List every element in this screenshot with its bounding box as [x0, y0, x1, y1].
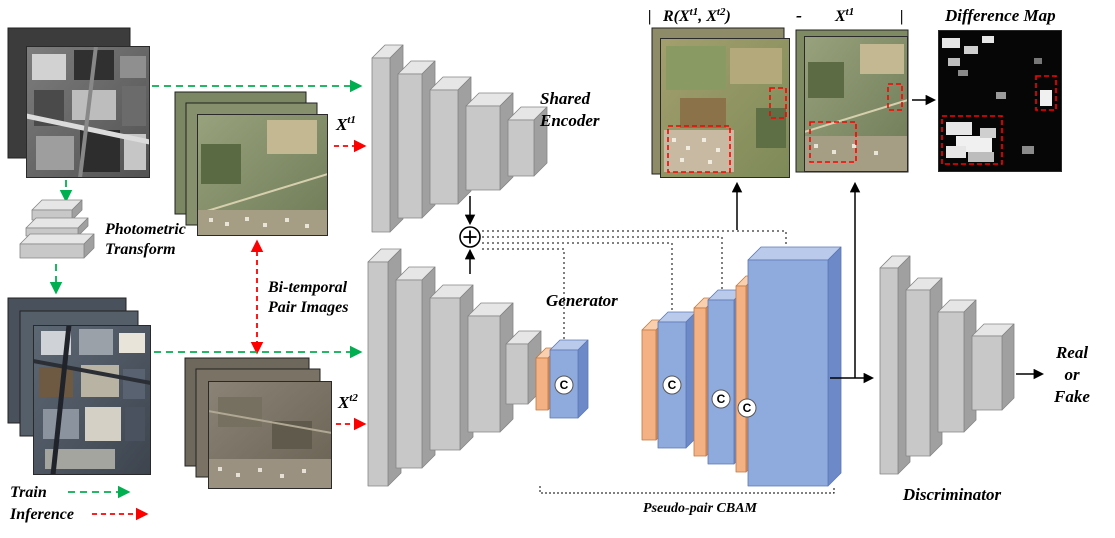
fusion-plus-node — [459, 226, 481, 248]
svg-text:or: or — [1064, 365, 1080, 384]
cbam-c-badge-3: C — [711, 389, 731, 409]
difference-map-label: Difference Map — [944, 6, 1056, 25]
pseudo-pair-cbam-label: Pseudo-pair CBAM — [643, 501, 758, 516]
generator-label: Generator — [546, 291, 618, 310]
xt2-image-stack — [184, 357, 332, 489]
photometric-label-line1: Photometric — [104, 221, 186, 238]
xt1-label: Xt1 — [335, 114, 356, 134]
svg-text:Fake: Fake — [1053, 387, 1090, 406]
xt1-ref-photo — [804, 36, 908, 172]
svg-text:C: C — [560, 378, 569, 392]
discriminator-blocks — [879, 255, 1015, 475]
photometric-label-line2: Transform — [105, 241, 176, 258]
shared-encoder-label-line1: Shared — [540, 89, 591, 108]
svg-text:|: | — [900, 8, 904, 25]
r-photo — [660, 38, 790, 178]
difference-map-image — [938, 30, 1062, 172]
raw-image-stack-t1 — [7, 27, 150, 178]
svg-text:Real: Real — [1055, 343, 1088, 362]
real-or-fake-label: Real or Fake — [1053, 343, 1090, 406]
svg-text:C: C — [668, 378, 677, 392]
svg-text:C: C — [717, 392, 726, 406]
shared-encoder-label-line2: Encoder — [539, 111, 600, 130]
equation-label: | R(Xt1, Xt2) - Xt1 | — [648, 5, 904, 25]
shared-encoder-blocks — [371, 44, 548, 233]
xt1-photo — [197, 114, 328, 236]
raw-image-stack-t2 — [7, 297, 151, 475]
photometric-transform-module — [19, 199, 95, 259]
svg-text:|: | — [648, 8, 652, 25]
raw-city-photo-color — [33, 325, 151, 475]
bitemporal-label-line1: Bi-temporal — [267, 279, 348, 296]
svg-text:Xt1: Xt1 — [834, 6, 854, 25]
cbam-c-badge-2: C — [662, 375, 682, 395]
cbam-c-badge-4: C — [737, 398, 757, 418]
pseudo-pair-cbam-bracket — [539, 486, 835, 494]
raw-city-photo-gray — [26, 46, 150, 178]
discriminator-label: Discriminator — [902, 485, 1002, 504]
svg-text:R(Xt1, Xt2): R(Xt1, Xt2) — [662, 6, 731, 25]
xt2-label: Xt2 — [337, 392, 358, 412]
legend-train-label: Train — [10, 484, 47, 501]
difference-map-photo — [938, 30, 1062, 172]
r-image-stack — [651, 27, 790, 178]
xt1-image-stack — [174, 91, 328, 236]
svg-text:C: C — [743, 401, 752, 415]
bitemporal-label-line2: Pair Images — [267, 299, 348, 316]
cbam-c-badge-1: C — [554, 375, 574, 395]
generator-blocks — [367, 246, 842, 487]
xt1-ref-image — [795, 29, 909, 173]
legend-inference-label: Inference — [9, 506, 74, 523]
xt2-photo — [208, 381, 332, 489]
svg-text:-: - — [796, 5, 802, 25]
